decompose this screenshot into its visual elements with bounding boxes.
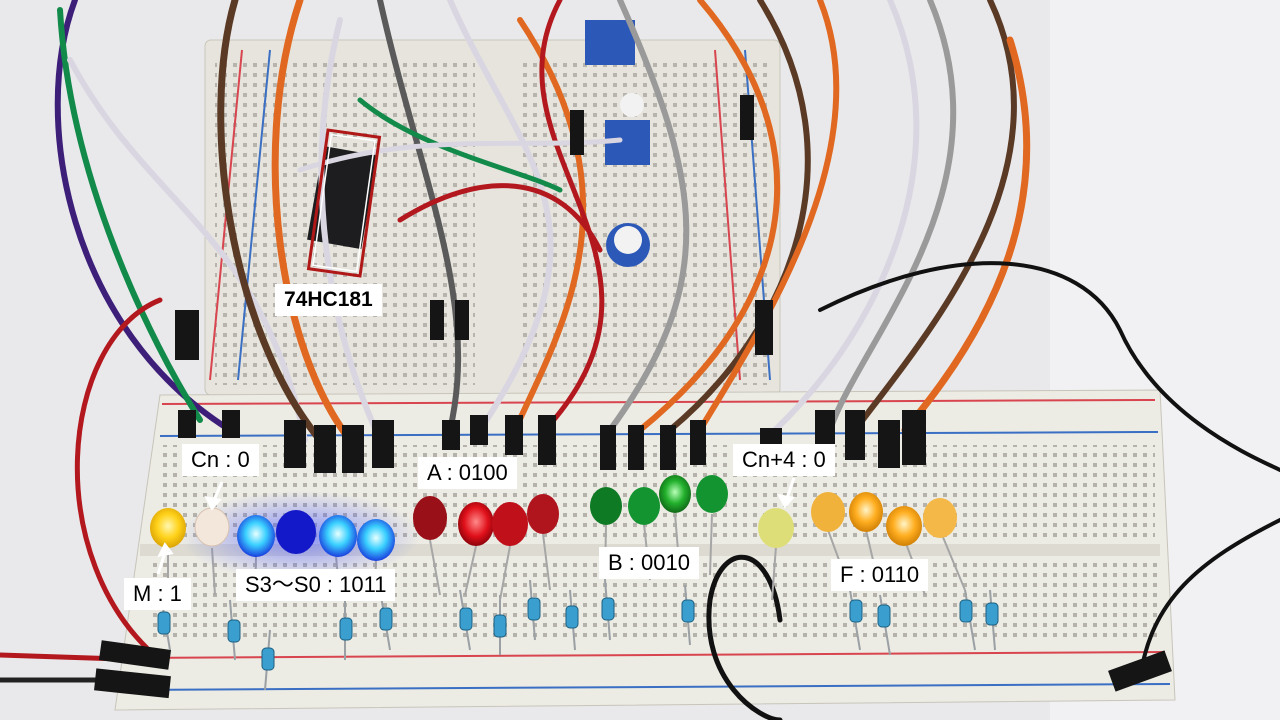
upper-breadboard bbox=[204, 39, 781, 396]
led-b2 bbox=[628, 487, 660, 525]
cn4-label: Cn+4 : 0 bbox=[733, 444, 835, 476]
led-a3 bbox=[413, 496, 447, 540]
led-s1 bbox=[319, 515, 357, 557]
led-a2 bbox=[458, 502, 494, 546]
m-label: M : 1 bbox=[124, 578, 191, 610]
led-m bbox=[150, 508, 186, 548]
led-cn bbox=[194, 507, 230, 547]
f-label: F : 0110 bbox=[831, 559, 929, 591]
led-row bbox=[150, 475, 957, 581]
led-f2 bbox=[849, 492, 883, 532]
cn-label: Cn : 0 bbox=[182, 444, 259, 476]
a-label: A : 0100 bbox=[418, 457, 517, 489]
led-b1 bbox=[659, 475, 691, 513]
led-a1 bbox=[492, 502, 528, 546]
led-cn4 bbox=[758, 508, 794, 548]
led-a0 bbox=[527, 494, 559, 534]
led-b0 bbox=[696, 475, 728, 513]
b-label: B : 0010 bbox=[599, 547, 699, 579]
s-label: S3〜S0 : 1011 bbox=[236, 569, 396, 601]
chip-label: 74HC181 bbox=[275, 284, 382, 316]
led-s0 bbox=[357, 519, 395, 561]
callout-arrows bbox=[156, 477, 796, 575]
connector-heads bbox=[94, 95, 1172, 699]
led-f3 bbox=[811, 492, 845, 532]
led-s3 bbox=[237, 515, 275, 557]
chip-highlight-box bbox=[306, 128, 382, 278]
led-s2 bbox=[276, 510, 316, 554]
led-f0 bbox=[923, 498, 957, 538]
led-b3 bbox=[590, 487, 622, 525]
led-f1 bbox=[886, 506, 922, 546]
